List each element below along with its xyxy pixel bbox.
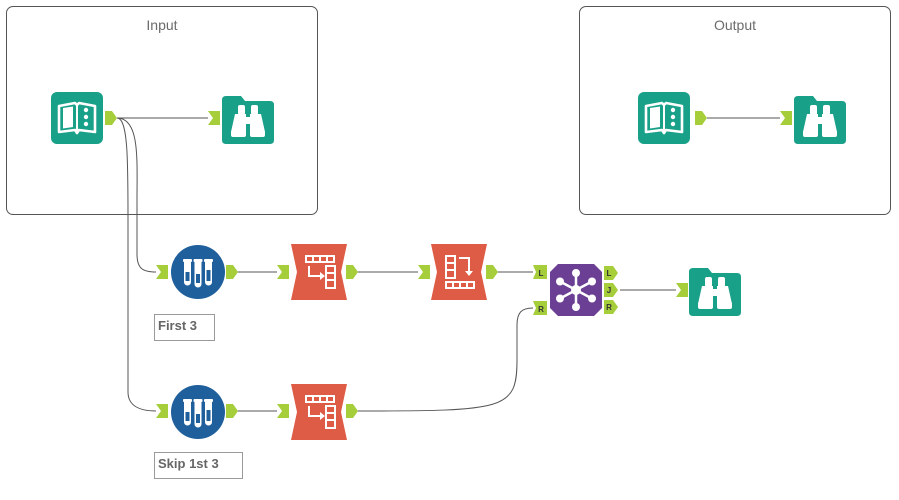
recordid-bottom-output-anchor[interactable] xyxy=(346,404,358,418)
record-id-tool-top[interactable] xyxy=(291,244,347,300)
input-data-output-anchor[interactable] xyxy=(105,111,117,125)
annotation-first-3[interactable]: First 3 xyxy=(154,314,215,341)
record-id-tool-bottom[interactable] xyxy=(291,384,347,440)
recordid-top-output-anchor[interactable] xyxy=(346,265,358,279)
output-container-title: Output xyxy=(713,17,757,33)
sample-skip3-output-anchor[interactable] xyxy=(226,404,238,418)
sort-output-anchor[interactable] xyxy=(486,265,498,279)
join-left-output-label: L xyxy=(607,269,612,278)
sample-first3-input-anchor[interactable] xyxy=(156,265,168,279)
join-join-output-label: J xyxy=(607,286,611,295)
recordid-bottom-input-anchor[interactable] xyxy=(277,404,289,418)
browse-tool-final[interactable] xyxy=(689,268,741,316)
output-input-data-anchor[interactable] xyxy=(695,111,707,125)
input-data-tool-in-container[interactable] xyxy=(51,92,103,144)
output-browse-input-anchor[interactable] xyxy=(780,111,792,125)
final-browse-input-anchor[interactable] xyxy=(676,283,688,297)
wire-recordid-to-join-right xyxy=(356,307,534,412)
sample-tool-first-3[interactable] xyxy=(171,245,225,299)
sample-skip3-input-anchor[interactable] xyxy=(156,404,168,418)
input-data-tool-out-container[interactable] xyxy=(638,92,690,144)
sort-tool[interactable] xyxy=(431,244,487,300)
browse-tool-in-container[interactable] xyxy=(222,96,274,144)
annotation-skip-1st-3[interactable]: Skip 1st 3 xyxy=(154,452,243,479)
wire-input-to-sample-first3 xyxy=(116,117,157,273)
sample-tool-skip-3[interactable] xyxy=(171,385,225,439)
join-right-input-label: R xyxy=(538,305,544,314)
browse-input-anchor[interactable] xyxy=(208,111,220,125)
recordid-top-input-anchor[interactable] xyxy=(277,265,289,279)
connection-wires xyxy=(116,117,780,412)
browse-tool-out-container[interactable] xyxy=(794,96,846,144)
wire-input-to-sample-skip3 xyxy=(116,117,157,412)
sort-input-anchor[interactable] xyxy=(418,265,430,279)
join-left-input-label: L xyxy=(539,269,544,278)
sample-first3-output-anchor[interactable] xyxy=(226,265,238,279)
join-right-output-label: R xyxy=(606,303,612,312)
input-container-title: Input xyxy=(146,17,178,33)
join-tool[interactable] xyxy=(550,264,602,316)
